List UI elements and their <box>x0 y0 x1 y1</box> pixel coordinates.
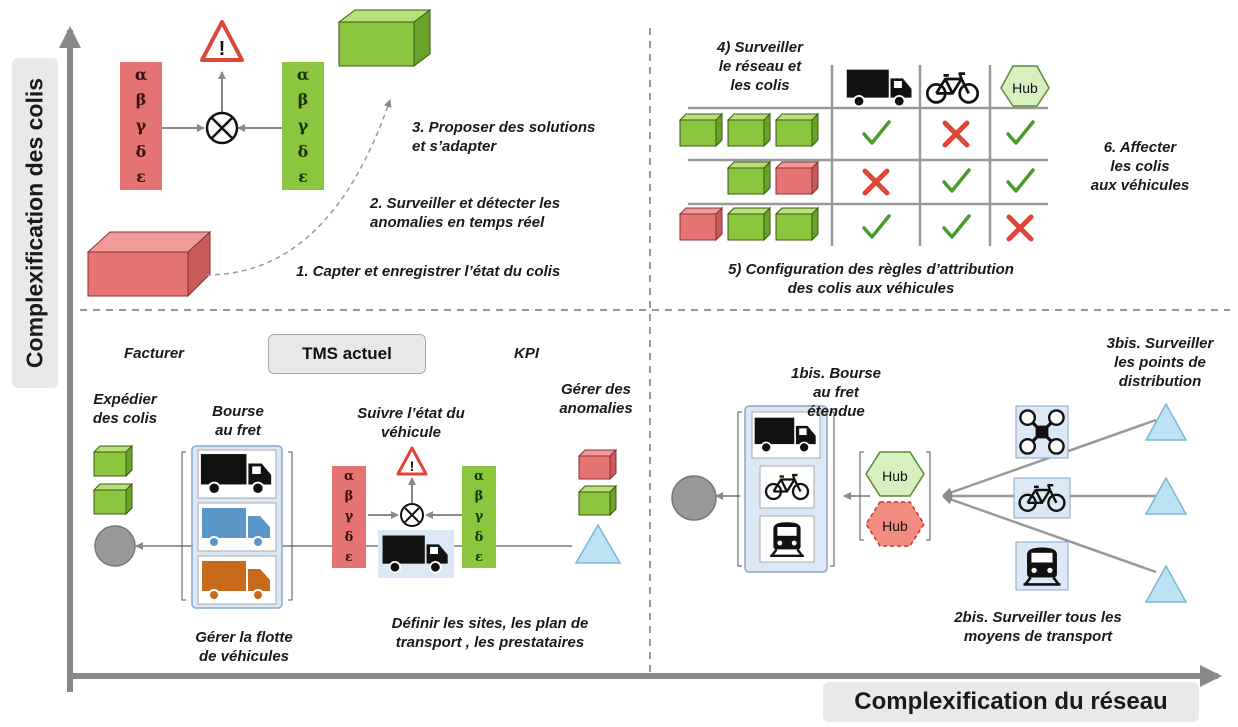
measured-matrix-green: α β γ δ ε <box>282 62 324 190</box>
svg-text:!: ! <box>410 458 415 474</box>
bicycle-icon <box>925 72 980 104</box>
truck-blue-icon <box>202 508 270 548</box>
parcel-red-icon <box>678 206 724 242</box>
matrix-symbol: δ <box>474 529 484 545</box>
big-red-parcel <box>86 230 212 298</box>
tracking-curve <box>205 99 392 276</box>
parcel-green-icon <box>678 112 724 148</box>
svg-text:Hub: Hub <box>882 518 908 534</box>
y-axis-title-text: Complexification des colis <box>21 77 48 369</box>
parcel-green-icon <box>774 112 820 148</box>
matrix-symbol: ε <box>298 167 308 187</box>
facturer-label: Facturer <box>124 345 185 362</box>
y-axis-title: Complexification des colis <box>12 58 58 388</box>
step-5-label: 5) Configuration des règles d’attributio… <box>728 261 1014 297</box>
distribution-point-icon <box>1144 402 1188 441</box>
svg-text:Hub: Hub <box>1012 80 1038 96</box>
depot-node-icon <box>94 525 136 567</box>
warning-icon <box>396 446 428 476</box>
cross-icon <box>1006 214 1034 242</box>
hub-icon <box>865 451 925 497</box>
check-icon <box>942 214 971 239</box>
matrix-symbol: α <box>296 64 310 84</box>
matrix-symbol: ε <box>345 550 353 566</box>
matrix-symbol: δ <box>135 141 147 161</box>
check-icon <box>862 214 891 239</box>
rules-rows <box>678 112 1035 242</box>
q1-graphics: ! <box>86 9 432 298</box>
check-icon <box>942 168 971 193</box>
q3-graphics: ! <box>92 444 622 609</box>
parcel-green-icon <box>774 206 820 242</box>
tms-current-box: TMS actuel <box>268 334 426 374</box>
check-icon <box>1006 120 1035 145</box>
parcels-left <box>92 444 134 516</box>
cross-icon <box>942 120 970 148</box>
check-icon <box>862 120 891 145</box>
matrix-symbol: γ <box>344 509 354 525</box>
step-1-label: 1. Capter et enregistrer l’état du colis <box>296 263 561 280</box>
big-green-parcel <box>337 9 432 67</box>
matrix-symbol: ε <box>475 550 483 566</box>
reference-matrix-red: α β γ δ ε <box>120 62 162 190</box>
matrix-symbol: γ <box>135 115 147 135</box>
matrix-symbol: β <box>344 489 354 505</box>
matrix-symbol: α <box>134 64 148 84</box>
q4-graphics: Hub Hub <box>671 402 1188 603</box>
matrix-symbol: δ <box>344 529 354 545</box>
x-axis-title: Complexification du réseau <box>823 682 1199 722</box>
measured-matrix-green: α β γ δ ε <box>462 466 496 568</box>
matrix-symbol: β <box>297 90 309 110</box>
check-icon <box>1006 168 1035 193</box>
kpi-label: KPI <box>514 345 540 362</box>
truck-orange-icon <box>202 561 270 601</box>
matrix-symbol: γ <box>474 509 484 525</box>
parcel-red-icon <box>774 160 820 196</box>
depot-node-icon <box>671 475 717 521</box>
parcels-anomaly <box>577 448 618 517</box>
matrix-symbol: δ <box>297 141 309 161</box>
distribution-point-icon <box>1144 476 1188 515</box>
matrix-symbol: ε <box>136 167 146 187</box>
svg-text:!: ! <box>219 38 226 60</box>
warning-icon <box>200 20 244 62</box>
rules-table: Hub <box>688 65 1050 246</box>
svg-text:Hub: Hub <box>882 468 908 484</box>
cross-icon <box>862 168 890 196</box>
parcel-green-icon <box>726 206 772 242</box>
distribution-point-icon <box>1144 564 1188 603</box>
matrix-symbol: β <box>135 90 147 110</box>
matrix-symbol: β <box>474 489 484 505</box>
matrix-symbol: α <box>473 468 484 484</box>
matrix-symbol: α <box>343 468 354 484</box>
parcel-green-icon <box>726 160 772 196</box>
reference-matrix-red: α β γ δ ε <box>332 466 366 568</box>
hub-red-icon <box>865 501 925 547</box>
parcel-green-icon <box>726 112 772 148</box>
destination-triangle-icon <box>574 523 622 564</box>
truck-icon <box>845 68 913 108</box>
hub-icon <box>1000 65 1050 107</box>
matrix-symbol: γ <box>297 115 309 135</box>
